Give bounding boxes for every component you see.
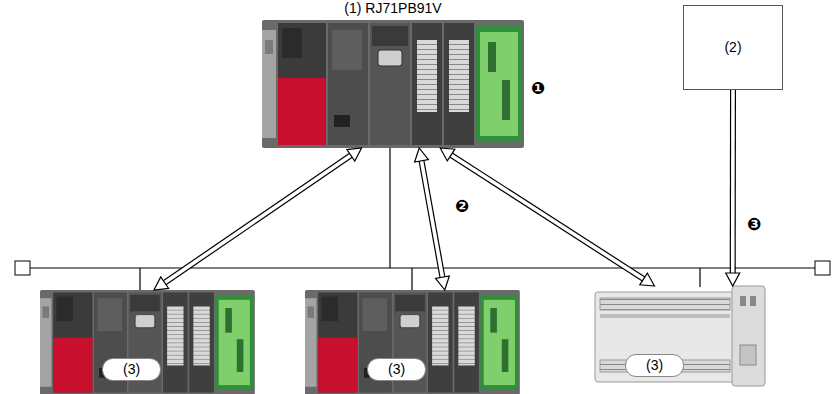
arrow-outline	[730, 90, 736, 274]
drop-line	[411, 268, 412, 292]
arrow-head	[440, 148, 455, 161]
bus-line	[30, 267, 815, 268]
callout-number: ❶	[530, 80, 546, 97]
slave-plc-rack: (3)	[40, 290, 255, 394]
terminator	[15, 261, 30, 275]
device-number: (3)	[625, 354, 684, 377]
arrow-outline	[450, 154, 644, 279]
communication-arrow	[440, 148, 654, 286]
arrow-outline	[421, 160, 442, 278]
device-number: (2)	[718, 39, 747, 56]
device-number: (3)	[102, 358, 161, 381]
arrow-head	[436, 276, 450, 290]
master-plc-rack: (1) RJ71PB91V	[262, 20, 524, 148]
arrow-head	[154, 277, 169, 290]
slave-plc-rack	[40, 290, 255, 394]
communication-arrow	[415, 148, 450, 290]
slave-plc-rack	[305, 290, 520, 394]
drop-line	[389, 148, 390, 268]
remote-io-device: (3)	[595, 286, 765, 386]
master-plc-rack	[262, 20, 524, 148]
communication-arrow	[726, 90, 740, 286]
arrow-shaft	[164, 155, 352, 283]
arrow-shaft	[731, 90, 735, 274]
remote-io-device	[595, 286, 765, 386]
arrow-head	[415, 148, 429, 162]
arrow-head	[347, 148, 362, 161]
arrow-shaft	[450, 154, 644, 279]
arrow-head	[640, 273, 655, 286]
module-name-heading: (1) RJ71PB91V	[262, 0, 524, 17]
callout-number: ❸	[746, 216, 762, 233]
arrow-head	[726, 273, 740, 286]
callout-number: ❷	[454, 198, 470, 215]
terminator	[815, 261, 830, 275]
drop-line	[139, 268, 140, 292]
arrow-shaft	[421, 160, 442, 278]
external-device-box: (2)	[683, 5, 783, 90]
slave-plc-rack: (3)	[305, 290, 520, 394]
communication-arrow	[154, 148, 362, 290]
arrow-outline	[164, 155, 352, 283]
device-number: (3)	[367, 358, 426, 381]
drop-line	[699, 268, 700, 287]
